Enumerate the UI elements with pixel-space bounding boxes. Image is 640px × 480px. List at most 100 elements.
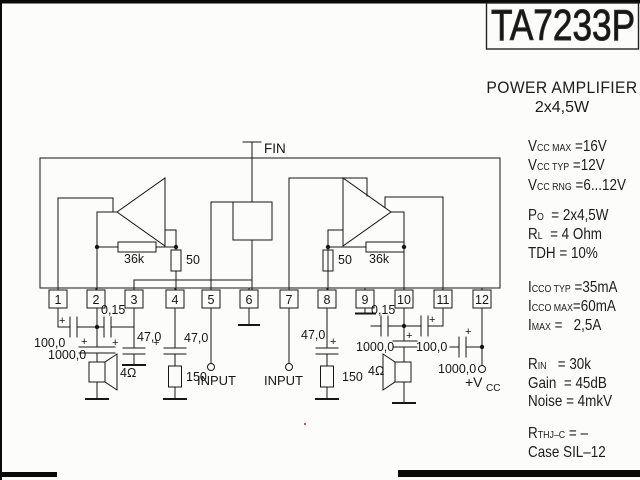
- spec-line: IMAX = 2,5A: [528, 317, 602, 335]
- cap-supply: [449, 336, 483, 358]
- spec-line: Case SIL–12: [528, 443, 606, 461]
- cap-pin1-label: 100,0: [34, 336, 65, 350]
- input-right-label: INPUT: [264, 373, 303, 388]
- cap-015-left-label: 0,15: [101, 303, 125, 317]
- pin-number: 2: [93, 293, 100, 307]
- spec-line: Gain = 45dB: [528, 374, 607, 392]
- cap-pin1: [57, 307, 98, 338]
- cap-1000-right-label: 1000,0: [356, 340, 394, 354]
- spec-line: RIN = 30k: [528, 355, 591, 373]
- ripple-filter-block: [133, 201, 273, 291]
- cap-supply-label: 1000,0: [438, 362, 476, 376]
- pin-number: 10: [397, 293, 411, 307]
- spec-line: VCC TYP =12V: [528, 157, 605, 175]
- speaker-left-label: 4Ω: [120, 366, 136, 380]
- right-bootstrap-wire: [384, 196, 444, 291]
- left-input-wire: [57, 197, 114, 291]
- cap-1000-left-label: 1000,0: [48, 348, 86, 362]
- ic-body: [39, 157, 501, 289]
- input-right-terminal: [285, 363, 293, 371]
- pin-number: 12: [475, 293, 489, 307]
- fin-label: FIN: [264, 141, 286, 156]
- spec-line: PO = 2x4,5W: [528, 206, 609, 224]
- pin-number: 7: [286, 293, 293, 307]
- plus-sign: +: [465, 326, 471, 338]
- external-left-channel: [57, 307, 260, 400]
- junction-dot: [401, 244, 407, 250]
- pin-number: 9: [362, 293, 369, 307]
- left-degen-resistor: [170, 249, 182, 272]
- pin-number: 5: [208, 293, 215, 307]
- spec-line: RL = 4 Ohm: [528, 226, 603, 244]
- deg-right-label: 50: [338, 253, 352, 267]
- speaker-right-box: [394, 361, 412, 383]
- pin-1: 1: [48, 287, 68, 309]
- plus-sign: +: [112, 337, 118, 349]
- junction-dot: [173, 244, 179, 250]
- frame-bottom-right: [398, 470, 640, 477]
- cap-pin3: [122, 307, 146, 366]
- right-input-wire: [288, 177, 368, 291]
- spec-line: VCC RNG =6...12V: [528, 176, 626, 194]
- deg-left-label: 50: [186, 253, 200, 267]
- right-amp-triangle: [342, 177, 392, 247]
- pin-3: 3: [124, 287, 144, 309]
- plus-sign: +: [153, 337, 159, 349]
- right-amplifier: [288, 177, 444, 291]
- input-left-terminal: [207, 363, 215, 371]
- heading-line1: POWER AMPLIFIER: [486, 79, 638, 97]
- schematic-labels: FIN 36k 50 50 36k + 100,0 0,15 + 1000,0 …: [34, 141, 500, 394]
- spec-line: TDH = 10%: [528, 245, 598, 263]
- right-output-wire: [390, 211, 405, 291]
- pin-7: 7: [279, 287, 299, 309]
- fb-right-label: 36k: [369, 252, 390, 266]
- pin-number: 3: [131, 293, 138, 307]
- left-amplifier: [57, 177, 182, 291]
- left-inverting-wire: [96, 211, 118, 291]
- frame-left: [0, 0, 2, 480]
- spec-line: ICCO TYP =35mA: [528, 278, 618, 296]
- spec-group: RTHJ–C = –Case SIL–12: [528, 425, 640, 463]
- cap-pin11: [403, 307, 444, 337]
- pin-4: 4: [165, 287, 185, 309]
- pin-number: 8: [324, 293, 331, 307]
- frame-top: [0, 0, 640, 4]
- cap-pin8-label: 47,0: [301, 328, 325, 342]
- spec-line: RTHJ–C = –: [528, 424, 588, 442]
- title-box: [485, 2, 640, 50]
- speaker-right-label: 4Ω: [368, 364, 384, 378]
- left-output-wire: [164, 229, 177, 248]
- cap-pin3-label: 47,0: [137, 330, 161, 344]
- speaker-right-cone: [382, 353, 396, 391]
- left-feedback-resistor: [117, 241, 157, 253]
- plus-sign: +: [330, 336, 336, 348]
- plus-sign: +: [429, 314, 435, 326]
- pin-11: 11: [433, 287, 453, 309]
- spec-line: Noise = 4mkV: [528, 393, 613, 411]
- cap-pin4-label: 47,0: [184, 331, 208, 345]
- cap-015-left: [96, 316, 135, 338]
- heading-line2: 2x4,5W: [534, 99, 590, 116]
- pin-12: 12: [472, 287, 492, 309]
- vcc-sub-label: CC: [486, 383, 500, 394]
- res-pin4: [168, 365, 182, 388]
- cap-pin4: [163, 307, 187, 367]
- pin-number: 6: [246, 293, 253, 307]
- speaker-left-box: [88, 361, 106, 383]
- pin-5: 5: [201, 287, 221, 309]
- fin-pin: [242, 141, 262, 203]
- pin-6: 6: [239, 287, 259, 309]
- cap-pin8: [315, 307, 339, 367]
- junction-dot: [325, 244, 331, 250]
- cap-1000-right: [392, 340, 418, 363]
- input-left-label: INPUT: [197, 373, 236, 388]
